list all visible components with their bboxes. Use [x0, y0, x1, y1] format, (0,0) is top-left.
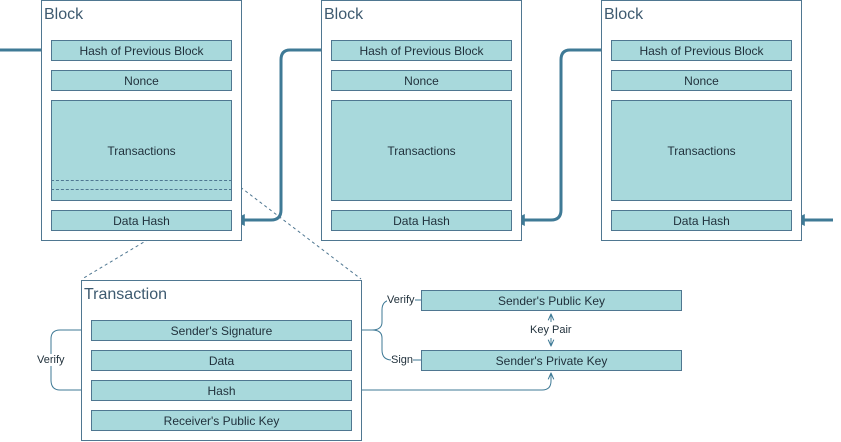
- transactions-field: Transactions: [331, 100, 512, 201]
- nonce-field: Nonce: [51, 70, 232, 91]
- verify-label-left: Verify: [37, 354, 65, 366]
- data-hash-field: Data Hash: [51, 210, 232, 231]
- hash-to-private-key-connector: [351, 373, 551, 391]
- key-pair-label: Key Pair: [530, 324, 572, 336]
- senders-private-key-box: Sender's Private Key: [421, 350, 682, 371]
- hash-field: Hash: [91, 380, 352, 401]
- block-title: Block: [604, 6, 644, 23]
- transactions-field: Transactions: [51, 100, 232, 201]
- senders-public-key-box: Sender's Public Key: [421, 290, 682, 311]
- chain-link-2: [512, 48, 611, 226]
- private-key-to-signature-connector: [353, 329, 421, 361]
- prev-hash-field: Hash of Previous Block: [51, 40, 232, 61]
- transaction-title: Transaction: [84, 286, 167, 303]
- verify-label-right: Verify: [387, 294, 415, 306]
- nonce-field: Nonce: [331, 70, 512, 91]
- prev-hash-field: Hash of Previous Block: [611, 40, 792, 61]
- sign-label: Sign: [391, 354, 414, 366]
- receivers-public-key-field: Receiver's Public Key: [91, 410, 352, 431]
- block-title: Block: [324, 6, 364, 23]
- transaction-highlight: [51, 180, 232, 190]
- chain-link-1: [232, 48, 331, 226]
- data-hash-field: Data Hash: [611, 210, 792, 231]
- data-hash-field: Data Hash: [331, 210, 512, 231]
- block-title: Block: [44, 6, 84, 23]
- nonce-field: Nonce: [611, 70, 792, 91]
- prev-hash-field: Hash of Previous Block: [331, 40, 512, 61]
- senders-signature-field: Sender's Signature: [91, 320, 352, 341]
- transactions-field: Transactions: [611, 100, 792, 201]
- data-field: Data: [91, 350, 352, 371]
